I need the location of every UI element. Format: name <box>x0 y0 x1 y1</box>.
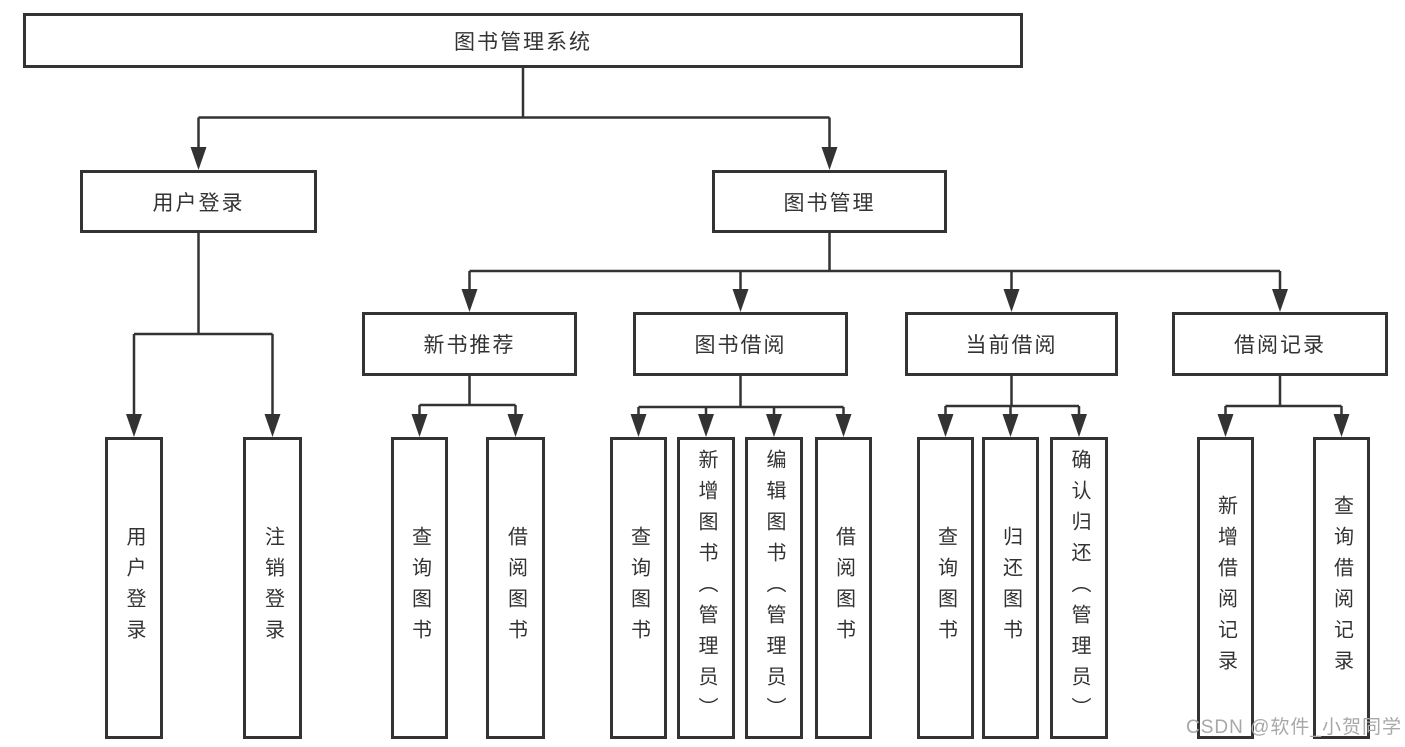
node-user-login: 用户登录 <box>80 170 317 233</box>
node-book-borrowing: 图书借阅 <box>633 312 848 376</box>
csdn-watermark: CSDN @软件_小贺同学 <box>1186 717 1402 738</box>
leaf-return-books: 归还图书 <box>982 437 1039 739</box>
leaf-query-books-current: 查询图书 <box>917 437 974 739</box>
leaf-borrow-books: 借阅图书 <box>815 437 872 739</box>
leaf-borrow-books-recommend: 借阅图书 <box>486 437 545 739</box>
leaf-logout: 注销登录 <box>243 437 302 739</box>
node-current-borrowing: 当前借阅 <box>905 312 1118 376</box>
arrowheads <box>126 147 1350 437</box>
node-root-system: 图书管理系统 <box>23 13 1023 68</box>
leaf-query-borrow-record: 查询借阅记录 <box>1313 437 1370 739</box>
node-new-book-recommend: 新书推荐 <box>362 312 577 376</box>
leaf-add-books-admin: 新增图书（管理员） <box>677 437 735 739</box>
node-book-management: 图书管理 <box>712 170 947 233</box>
leaf-query-books-recommend: 查询图书 <box>391 437 448 739</box>
leaf-add-borrow-record: 新增借阅记录 <box>1197 437 1254 739</box>
node-borrow-records: 借阅记录 <box>1172 312 1388 376</box>
leaf-query-books-borrowing: 查询图书 <box>610 437 667 739</box>
leaf-user-login: 用户登录 <box>105 437 163 739</box>
leaf-edit-books-admin: 编辑图书（管理员） <box>745 437 803 739</box>
leaf-confirm-return-admin: 确认归还（管理员） <box>1050 437 1108 739</box>
